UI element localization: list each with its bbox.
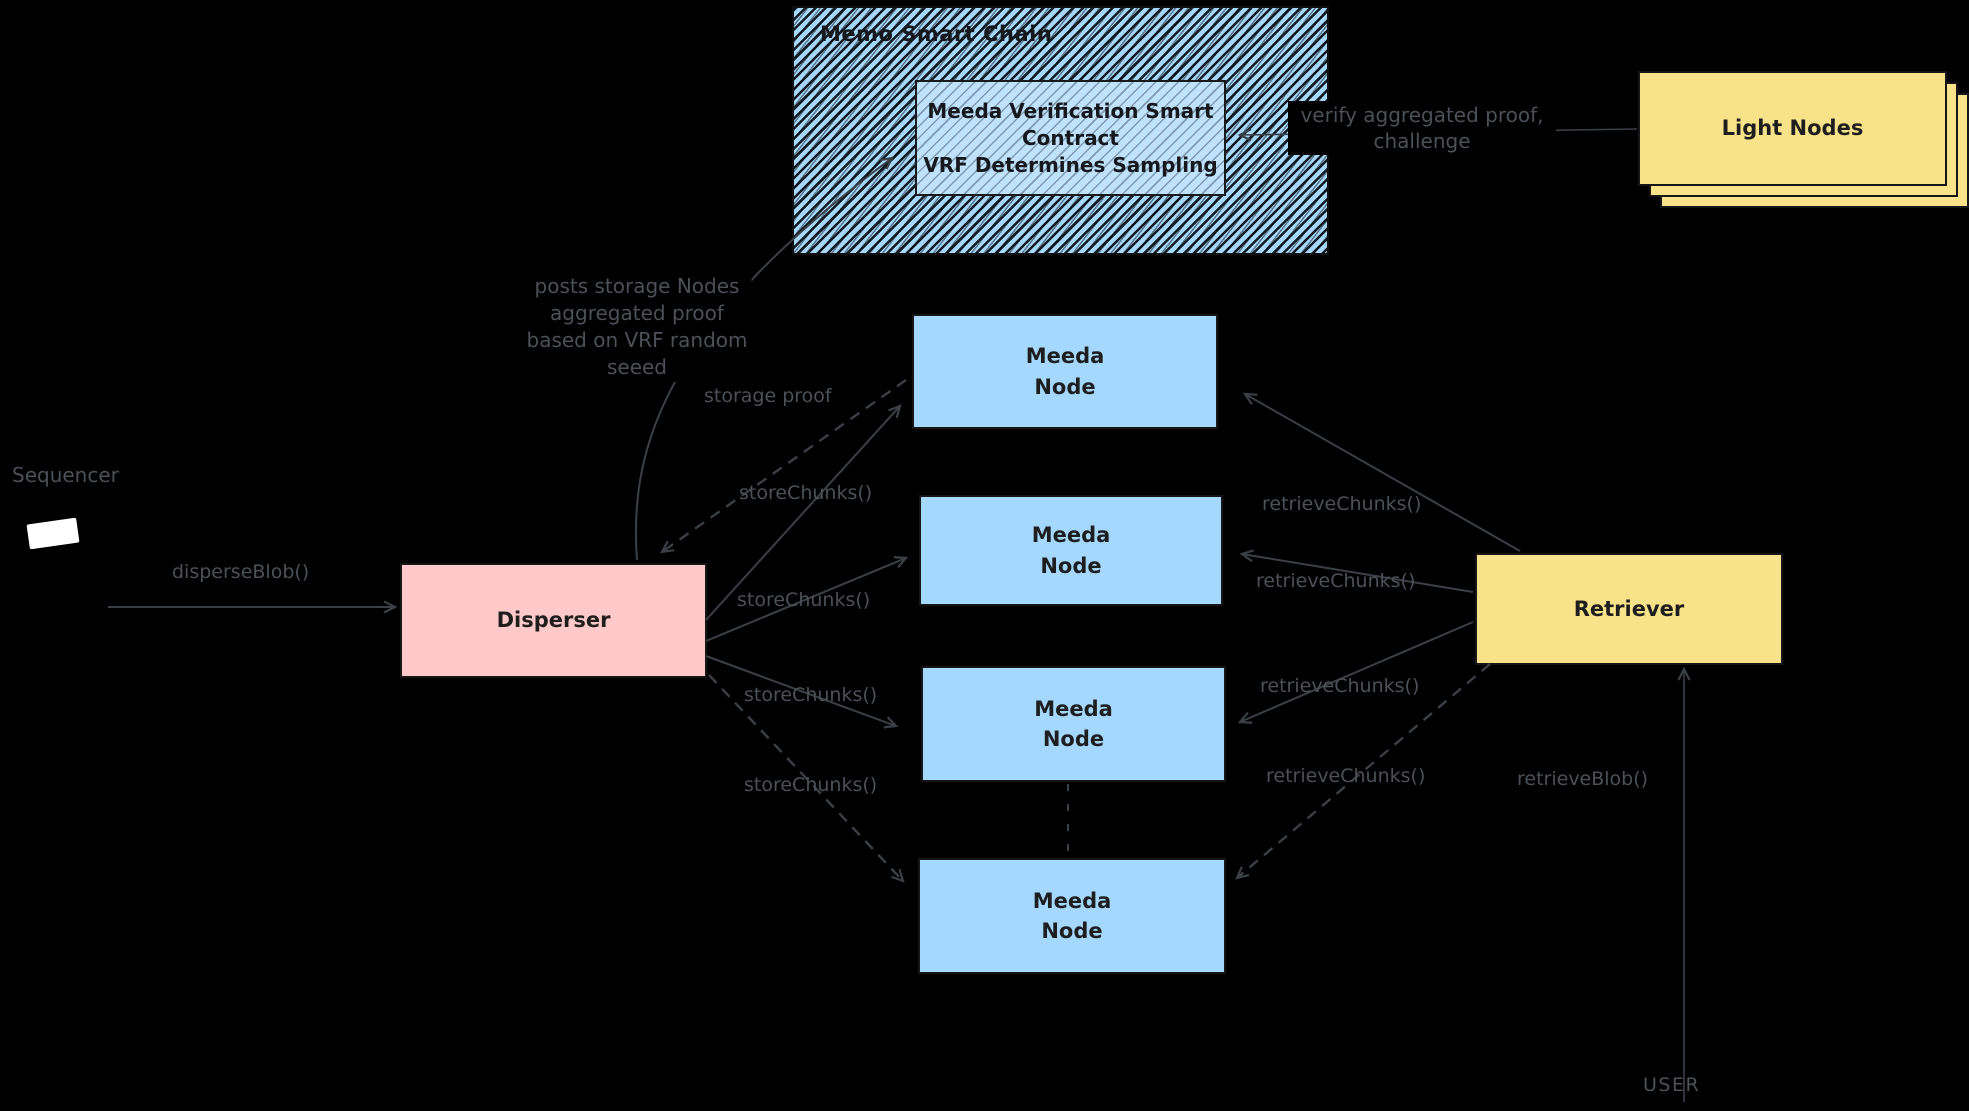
meeda-node-label: Meeda Node — [1032, 888, 1112, 943]
light-nodes-label: Light Nodes — [1721, 116, 1864, 141]
retriever-box: Retriever — [1475, 553, 1783, 665]
sequencer-label: Sequencer — [12, 463, 119, 487]
disperse-blob-label: disperseBlob() — [172, 561, 310, 583]
sequencer-chip — [26, 517, 80, 550]
disperser-box: Disperser — [400, 563, 707, 678]
posts-proof-label: posts storage Nodes aggregated proof bas… — [522, 272, 752, 382]
meeda-node-box-1: Meeda Node — [912, 314, 1218, 429]
retrieve-chunks-label-1: retrieveChunks() — [1262, 493, 1422, 515]
user-label: USER — [1643, 1074, 1701, 1096]
memo-smart-chain-title: Memo Smart Chain — [820, 22, 1053, 46]
store-chunks-label-1: storeChunks() — [739, 482, 873, 504]
storage-proof-label: storage proof — [700, 384, 836, 408]
verification-contract-box: Meeda Verification Smart Contract VRF De… — [915, 80, 1226, 196]
meeda-node-box-2: Meeda Node — [919, 495, 1223, 606]
store-chunks-label-3: storeChunks() — [744, 684, 878, 706]
memo-smart-chain-box: Memo Smart Chain Meeda Verification Smar… — [792, 6, 1329, 255]
retriever-label: Retriever — [1573, 596, 1685, 621]
retrieve-blob-label: retrieveBlob() — [1517, 768, 1649, 790]
disperser-label: Disperser — [496, 608, 611, 633]
retrieve-chunks-label-2: retrieveChunks() — [1256, 570, 1416, 592]
meeda-node-label: Meeda Node — [1031, 523, 1111, 578]
meeda-node-label: Meeda Node — [1034, 696, 1113, 751]
meeda-node-box-4: Meeda Node — [918, 858, 1226, 974]
meeda-node-box-3: Meeda Node — [921, 666, 1226, 782]
retrieve-chunks-label-3: retrieveChunks() — [1260, 675, 1420, 697]
verify-challenge-label: verify aggregated proof, challenge — [1288, 101, 1556, 155]
retrieve-chunks-label-4: retrieveChunks() — [1266, 765, 1426, 787]
light-nodes-card: Light Nodes — [1638, 71, 1947, 186]
meeda-node-label: Meeda Node — [1025, 344, 1105, 399]
store-chunks-label-4: storeChunks() — [744, 774, 878, 796]
arrow-retrieve-chunks-3 — [1237, 621, 1474, 724]
arrow-store-chunks-1 — [705, 404, 902, 621]
store-chunks-label-2: storeChunks() — [737, 589, 871, 611]
verification-contract-label: Meeda Verification Smart Contract VRF De… — [923, 98, 1218, 177]
arrow-retrieve-chunks-1 — [1242, 392, 1521, 552]
